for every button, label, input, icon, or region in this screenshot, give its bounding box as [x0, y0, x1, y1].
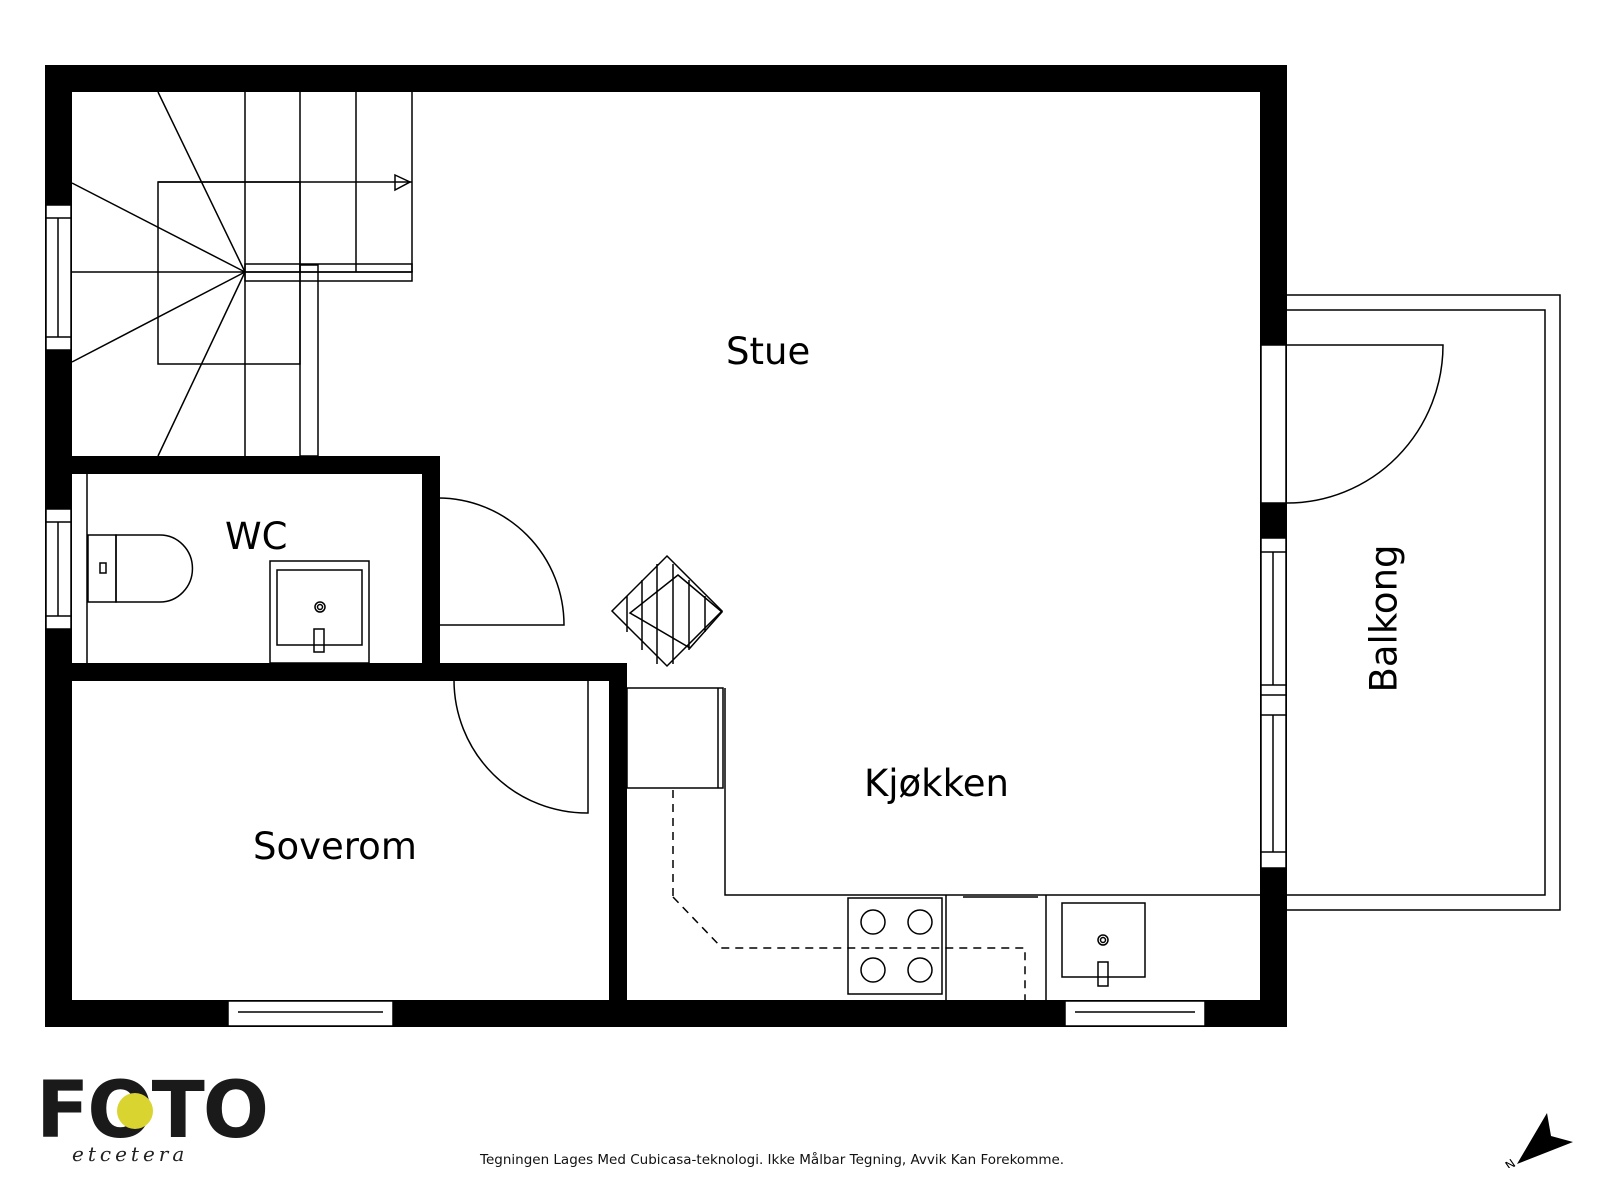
wc-fixtures	[86, 474, 370, 664]
logo-subtitle: etcetera	[72, 1142, 189, 1166]
windows	[45, 204, 1287, 1027]
room-label-soverom: Soverom	[253, 825, 417, 868]
north-arrow-icon: N	[1505, 1108, 1575, 1168]
disclaimer-text: Tegningen Lages Med Cubicasa-teknologi. …	[480, 1152, 1065, 1168]
room-label-kjokken: Kjøkken	[864, 762, 1009, 805]
room-label-balkong: Balkong	[1362, 544, 1406, 693]
room-label-stue: Stue	[726, 330, 811, 373]
svg-text:N: N	[1505, 1156, 1518, 1168]
balcony	[1286, 294, 1561, 911]
staircase	[71, 91, 413, 457]
logo-yellow-dot-icon	[117, 1093, 153, 1129]
kitchen	[610, 554, 1260, 1000]
foto-etcetera-logo: FOTO etcetera	[36, 1072, 296, 1172]
room-label-wc: WC	[225, 515, 288, 558]
doors	[422, 497, 589, 814]
